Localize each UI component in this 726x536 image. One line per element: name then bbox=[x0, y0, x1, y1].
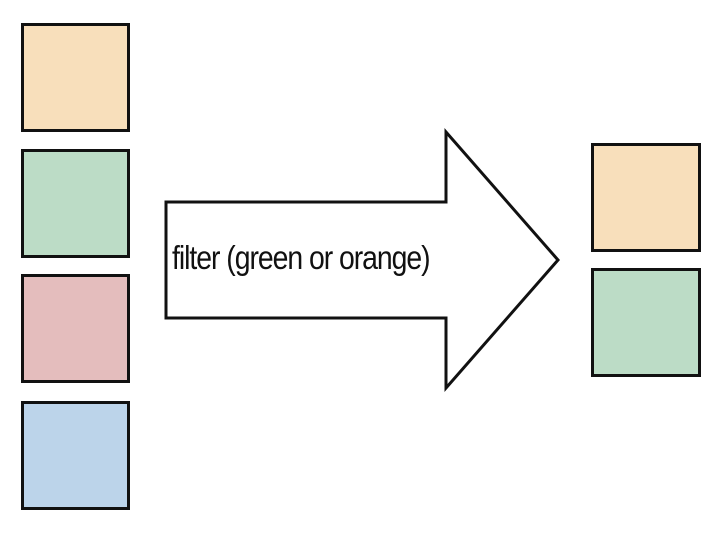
filter-arrow bbox=[164, 128, 560, 392]
output-box-green bbox=[591, 268, 701, 377]
input-box-green bbox=[21, 149, 130, 258]
input-box-red bbox=[21, 274, 130, 383]
input-box-orange bbox=[21, 23, 130, 132]
output-box-orange bbox=[591, 143, 701, 252]
filter-arrow-label: filter (green or orange) bbox=[172, 239, 431, 276]
input-box-blue bbox=[21, 401, 130, 510]
filter-arrow-shape bbox=[164, 128, 560, 392]
